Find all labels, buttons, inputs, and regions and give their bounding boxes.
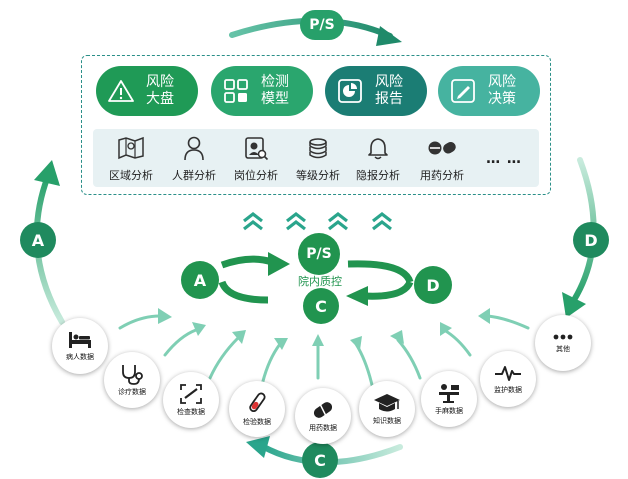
chevron-up-icon xyxy=(328,211,348,231)
bell-icon xyxy=(343,134,413,162)
analysis-label: 岗位分析 xyxy=(234,169,278,182)
scan-frame-icon xyxy=(180,384,202,404)
data-source-label: 监护数据 xyxy=(494,386,522,394)
pill-icon xyxy=(407,134,477,162)
risk-module-line1: 风险 xyxy=(488,74,516,90)
risk-module-line2: 模型 xyxy=(261,91,289,107)
risk-module-line1: 风险 xyxy=(375,74,403,90)
data-source-lab-test: 检验数据 xyxy=(229,381,285,437)
data-source-label: 手麻数据 xyxy=(435,407,463,415)
risk-module-line2: 决策 xyxy=(488,91,516,107)
data-source-other: 其他 xyxy=(535,315,591,371)
grid-icon xyxy=(221,76,251,106)
data-source-knowledge: 知识数据 xyxy=(359,381,415,437)
risk-report-button[interactable]: 风险报告 xyxy=(325,66,427,116)
data-source-label: 检查数据 xyxy=(177,408,205,416)
chevron-up-icon xyxy=(372,211,392,231)
pencil-icon xyxy=(448,76,478,106)
data-source-label: 检验数据 xyxy=(243,418,271,426)
more-dots-icon xyxy=(553,334,573,340)
data-source-label: 用药数据 xyxy=(309,424,337,432)
stack-icon xyxy=(283,134,353,162)
data-source-anesthesia: 手麻数据 xyxy=(421,371,477,427)
operating-table-icon xyxy=(439,384,459,403)
detection-model-button[interactable]: 检测模型 xyxy=(211,66,313,116)
inner-ps-node: P/S xyxy=(298,233,340,275)
data-source-label: 知识数据 xyxy=(373,417,401,425)
report-chart-icon xyxy=(335,76,365,106)
analysis-item-hidden-report[interactable]: 隐报分析 xyxy=(343,134,413,184)
risk-panel xyxy=(81,55,551,195)
top-cycle-label: P/S xyxy=(300,10,344,40)
analysis-item-position[interactable]: 岗位分析 xyxy=(221,134,291,184)
analysis-item-medication[interactable]: 用药分析 xyxy=(407,134,477,184)
data-source-monitoring: 监护数据 xyxy=(480,351,536,407)
data-source-examination: 检查数据 xyxy=(163,372,219,428)
inner-c-node: C xyxy=(303,288,339,324)
inner-a-node: A xyxy=(181,261,219,299)
person-icon xyxy=(159,134,229,162)
data-source-medication: 用药数据 xyxy=(295,388,351,444)
analysis-label: 区域分析 xyxy=(109,169,153,182)
map-icon xyxy=(96,134,166,162)
inner-cycle-label: 院内质控 xyxy=(298,275,342,288)
risk-module-line2: 报告 xyxy=(375,91,403,107)
analysis-item-population[interactable]: 人群分析 xyxy=(159,134,229,184)
outer-d-node: D xyxy=(573,222,609,258)
risk-module-line1: 风险 xyxy=(146,74,174,90)
warning-icon xyxy=(106,76,136,106)
risk-dashboard-button[interactable]: 风险大盘 xyxy=(96,66,198,116)
chevron-up-icon xyxy=(286,211,306,231)
graduation-cap-icon xyxy=(374,394,400,412)
data-source-label: 病人数据 xyxy=(66,353,94,361)
chevron-up-icon xyxy=(243,211,263,231)
badge-search-icon xyxy=(221,134,291,162)
bed-icon xyxy=(69,332,91,348)
analysis-label: 用药分析 xyxy=(420,169,464,182)
risk-module-line1: 检测 xyxy=(261,74,289,90)
data-source-label: 其他 xyxy=(556,345,570,353)
analysis-label: 人群分析 xyxy=(172,169,216,182)
analysis-item-region[interactable]: 区域分析 xyxy=(96,134,166,184)
data-source-patient: 病人数据 xyxy=(52,318,108,374)
risk-decision-button[interactable]: 风险决策 xyxy=(438,66,540,116)
analysis-item-level[interactable]: 等级分析 xyxy=(283,134,353,184)
stethoscope-icon xyxy=(122,365,143,385)
data-source-label: 诊疗数据 xyxy=(118,388,146,396)
risk-module-line2: 大盘 xyxy=(146,91,174,107)
analysis-more-label: … … xyxy=(486,151,522,167)
data-source-diagnosis: 诊疗数据 xyxy=(104,352,160,408)
inner-d-node: D xyxy=(414,266,452,304)
analysis-item-more[interactable]: … … xyxy=(469,146,539,196)
outer-a-node: A xyxy=(20,222,56,258)
test-tube-icon xyxy=(249,392,266,413)
heartbeat-icon xyxy=(495,366,521,381)
outer-c-node: C xyxy=(302,442,338,478)
capsule-icon xyxy=(313,402,333,418)
analysis-label: 等级分析 xyxy=(296,169,340,182)
analysis-label: 隐报分析 xyxy=(356,169,400,182)
